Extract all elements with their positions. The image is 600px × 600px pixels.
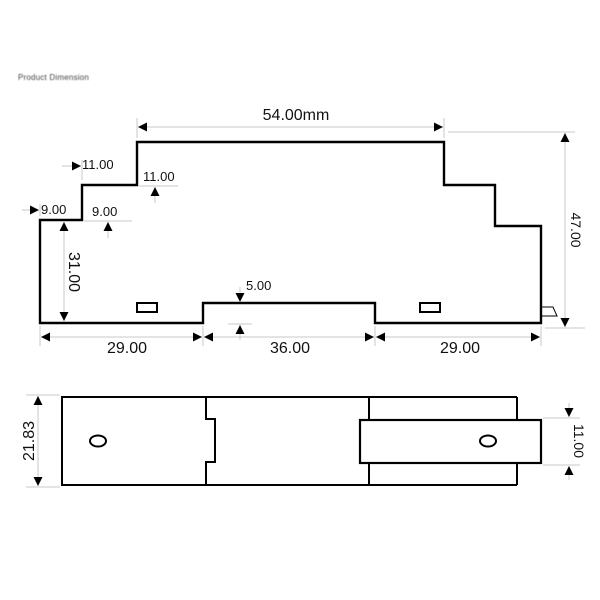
right-hole (479, 434, 497, 448)
drawing-title: Product Dimension (18, 73, 89, 82)
step1-width-label: 11.00 (82, 157, 114, 172)
rail-gap-label: 5.00 (246, 278, 271, 293)
latch-tab (541, 306, 558, 317)
left-hole (89, 434, 107, 448)
bottom-left-label: 29.00 (107, 340, 147, 357)
left-slot (136, 302, 158, 313)
overall-width-label: 54.00mm (263, 107, 330, 124)
clip-width-label: 11.00 (571, 424, 587, 458)
step2-height-label: 9.00 (92, 204, 117, 219)
din-clip (358, 418, 543, 465)
top-view-notch-divider (205, 397, 216, 485)
front-view: 54.00mm 47.00 11.00 11.00 9.00 9.00 31.0… (22, 107, 585, 357)
top-view-left-body (61, 396, 206, 486)
overall-height-label: 47.00 (568, 212, 584, 247)
front-view-outline (38, 140, 543, 325)
bottom-center-label: 36.00 (270, 340, 310, 357)
step2-width-label: 9.00 (41, 202, 66, 217)
right-slot (419, 302, 441, 313)
top-view: 21.83 11.00 (21, 394, 587, 488)
step1-height-label: 11.00 (143, 169, 175, 184)
depth-label: 21.83 (21, 421, 38, 461)
side-height-label: 31.00 (65, 252, 82, 292)
bottom-right-label: 29.00 (440, 340, 480, 357)
